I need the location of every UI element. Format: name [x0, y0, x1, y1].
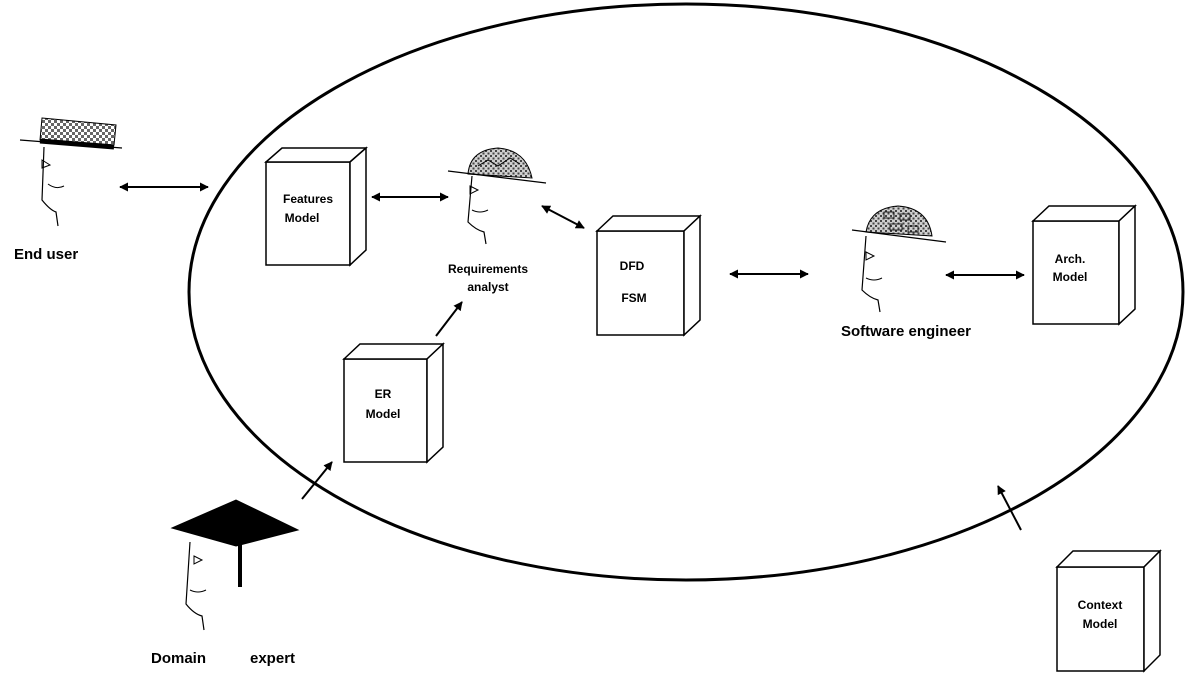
features-model-book-icon — [264, 146, 368, 267]
er-model-label-1: ER — [375, 387, 392, 401]
context-model-book-icon — [1055, 549, 1162, 673]
software-engineer-head-icon — [851, 205, 947, 313]
arch-model-label-1: Arch. — [1055, 252, 1086, 266]
requirements-analyst-head-icon — [447, 147, 547, 245]
context-boundary-ellipse — [187, 2, 1185, 582]
context-model-label-1: Context — [1078, 598, 1123, 612]
arrow-icon — [435, 301, 463, 337]
arrow-icon — [301, 461, 333, 500]
arch-model-book-icon — [1031, 204, 1137, 326]
domain-expert-label-1: Domain — [151, 650, 206, 667]
arrow-icon — [997, 485, 1022, 531]
requirements-analyst-label-1: Requirements — [448, 262, 528, 276]
dfd-label: DFD — [620, 259, 645, 273]
end-user-head-icon — [19, 117, 123, 227]
context-model-label-2: Model — [1083, 617, 1118, 631]
requirements-analyst-label-2: analyst — [467, 280, 508, 294]
fsm-label: FSM — [621, 291, 646, 305]
features-model-label-1: Features — [283, 192, 333, 206]
software-engineer-label: Software engineer — [841, 323, 971, 340]
features-model-label-2: Model — [285, 211, 320, 225]
double-arrow-icon — [541, 205, 585, 229]
dfd-fsm-model-book-icon — [595, 214, 702, 337]
er-model-book-icon — [342, 342, 445, 464]
er-model-label-2: Model — [366, 407, 401, 421]
domain-expert-label-2: expert — [250, 650, 295, 667]
arch-model-label-2: Model — [1053, 270, 1088, 284]
domain-expert-head-icon — [170, 499, 300, 631]
end-user-label: End user — [14, 246, 78, 263]
